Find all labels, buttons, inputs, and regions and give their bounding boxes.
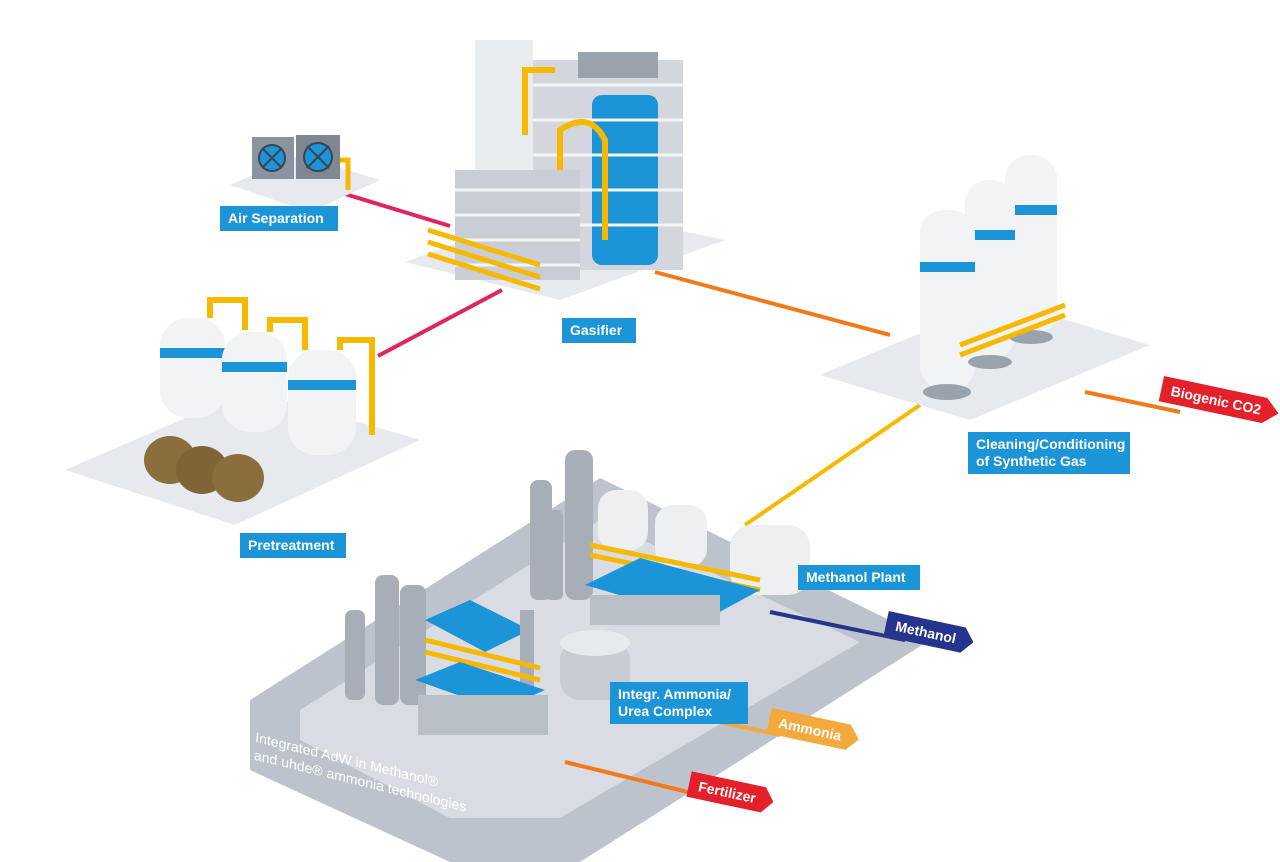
air-separation-unit bbox=[230, 135, 380, 212]
connector-lines bbox=[344, 192, 1181, 797]
label-air-separation: Air Separation bbox=[220, 206, 338, 231]
methanol-plant-unit bbox=[530, 450, 810, 625]
label-gasifier: Gasifier bbox=[562, 318, 636, 343]
label-pretreatment: Pretreatment bbox=[240, 533, 346, 558]
gasifier-unit bbox=[405, 40, 725, 300]
label-methanol-plant: Methanol Plant bbox=[798, 565, 920, 590]
label-cleaning-conditioning: Cleaning/Conditioning of Synthetic Gas bbox=[968, 432, 1130, 474]
pretreatment-unit bbox=[65, 297, 420, 525]
label-ammonia-urea-complex: Integr. Ammonia/ Urea Complex bbox=[610, 682, 748, 724]
cleaning-conditioning-unit bbox=[820, 155, 1150, 420]
